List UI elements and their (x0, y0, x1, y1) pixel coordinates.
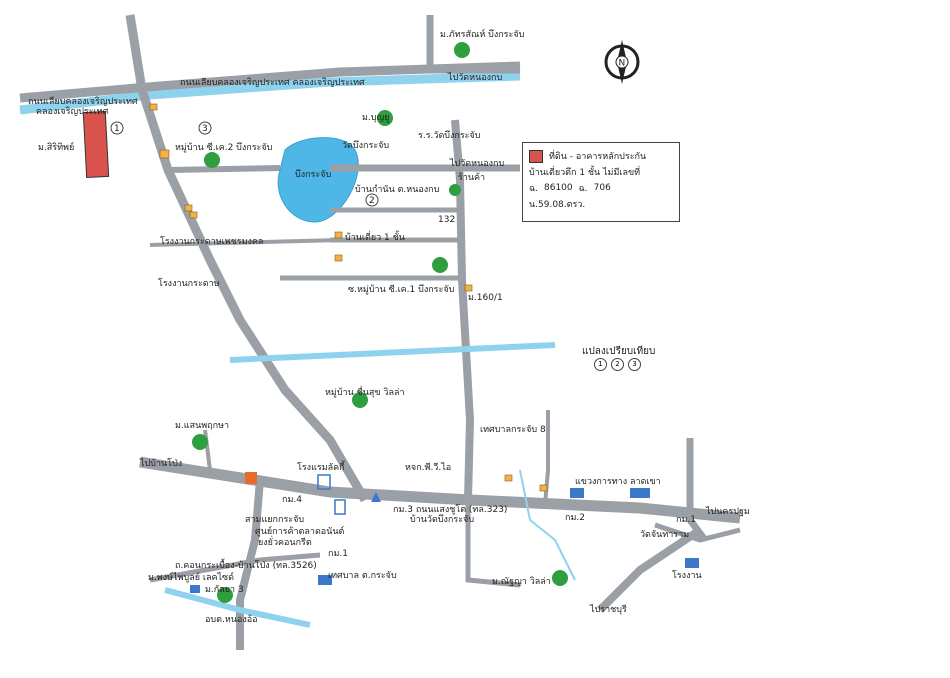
label-market: ศูนย์การค้าตลาดอนันต์ (255, 525, 345, 537)
road-factory (149, 238, 341, 247)
label-kor-ror: อบต.หนองอ้อ (205, 614, 258, 625)
label-to-ban-pong: ไปบ้านโป่ง (139, 458, 182, 469)
road-south-west (236, 479, 264, 650)
label-to-ratchaburi: ไปราชบุรี (589, 604, 627, 615)
compare-title: แปลงเปรียบเทียบ (582, 346, 656, 357)
legend-survey-no: 706 (593, 183, 611, 193)
label-house-1: บ้านเดี่ยว 1 ชั้น (345, 230, 405, 243)
label-m-phatsamai: ม.ภัทรสัณห์ บึงกระจับ (440, 28, 525, 40)
label-factory-right: โรงงาน (672, 570, 702, 581)
legend-box: ที่ดิน - อาคารหลักประกัน บ้านเดี่ยวตึก 1… (522, 142, 680, 222)
legend-title: ที่ดิน - อาคารหลักประกัน (549, 152, 647, 162)
canal-bottom-left (164, 587, 311, 628)
label-factory2: โรงงานกระดาษ (158, 278, 220, 289)
label-num-132: 132 (438, 215, 455, 225)
hotel-icon (317, 474, 331, 490)
legend-deed-no: 86100 (544, 183, 573, 193)
compass-icon: N (604, 40, 640, 84)
legend-area: น.59.08.ตรว. (529, 200, 586, 210)
label-rong-rian: ร้านค้า (458, 172, 485, 183)
compare-marker-3: 3 (628, 358, 641, 371)
lake-bung-krajab (277, 137, 359, 223)
marker-subject-label: 1 (114, 124, 120, 134)
tree-icons (192, 42, 568, 603)
label-to-wat-nong-kob2: ไปวัดหนองกบ (449, 158, 504, 169)
label-mukraw: แขวงการทาง (575, 477, 627, 487)
market-icon (334, 499, 346, 515)
label-km2: กม.2 (565, 513, 585, 523)
gas-station-icon (371, 492, 381, 502)
legend-swatch (529, 149, 543, 163)
label-num-160: ม.160/1 (468, 293, 503, 303)
label-school-bung: ร.ร.วัดบึงกระจับ (418, 130, 481, 141)
label-wat-jan: วัดจันทาราม (640, 530, 689, 540)
label-seri-thai: ถนนเลียบคลองเจริญประเทศ คลองเจริญประเทศ (180, 77, 365, 88)
label-m-sirithip: ม.สิริทิพย์ (38, 141, 74, 153)
label-to-nakhon-pathom: ไปนครปฐม (705, 506, 750, 517)
label-m-kanda: ม.กัลยา 3 (205, 585, 244, 595)
building-icons (190, 488, 699, 593)
label-main-road: กม.3 ถนนแสงชูโต (ทล.323) (393, 504, 507, 515)
label-samyaek: สามแยกกระจับ (245, 515, 304, 525)
label-wat-bangkrajab: บ้านวัดบึงกระจับ (410, 514, 474, 525)
label-to-wat-nong-kob: ไปวัดหนองกบ (447, 72, 502, 83)
legend-survey-prefix: ฉ. (578, 184, 588, 194)
road-south-central (465, 500, 521, 588)
label-km1-right: กม.1 (676, 515, 696, 525)
label-km1-left: กม.1 (328, 549, 348, 559)
label-m-sc2: หมู่บ้าน ซี.เค.2 บึงกระจับ (175, 142, 273, 153)
label-m-phongphaiboon: ม.พงษ์ไพบูลย์ เลคไซด์ (148, 571, 234, 583)
marker-subject (110, 121, 124, 135)
label-m-nanchaya: ม.ณัฐญา วิลล่า (492, 576, 551, 587)
label-hotel: โรงแรมลัคกี้ (297, 460, 346, 473)
label-ban-kamnan: บ้านกำนัน ต.หนองกบ (355, 184, 440, 195)
label-tessaban8: เทศบาลกระจับ 8 (480, 425, 546, 435)
label-bung-krajab: บึงกระจับ (295, 169, 331, 180)
road-west-vertical (125, 14, 369, 503)
canal-mid (229, 342, 556, 363)
label-seri-thai-left: ถนนเลียบคลองเจริญประเทศ (28, 96, 138, 107)
marker-compare-3-label: 3 (202, 124, 208, 134)
road-north-tessaban (543, 410, 550, 506)
label-wat-bung: วัดบึงกระจับ (342, 140, 389, 151)
marker-compare-2 (365, 193, 379, 207)
compare-marker-2: 2 (611, 358, 624, 371)
road-to-wat-nong-kob-top (426, 15, 520, 74)
compare-markers: 1 2 3 (594, 358, 641, 371)
road-west-lake (167, 165, 281, 173)
label-m-suksan: หมู่บ้าน ชื่นสุข วิลล่า (325, 385, 405, 398)
road-3526 (149, 552, 321, 583)
label-lor: ลาดเขา (630, 477, 661, 487)
marker-compare-3 (198, 121, 212, 135)
label-tessaban-krajab: เทศบาล ต.กระจับ (328, 571, 397, 581)
compare-marker-1: 1 (594, 358, 607, 371)
compass-label: N (619, 59, 626, 69)
bank-icon (630, 488, 650, 498)
label-km4: กม.4 (282, 495, 302, 505)
legend-desc: บ้านเดี่ยวตึก 1 ชั้น ไม่มีเลขที่ (529, 168, 641, 178)
road-wat-jan (654, 522, 741, 543)
label-factory1: โรงงานกระดาษเพชรมงคล (160, 236, 263, 247)
road-saenprukkasa (203, 429, 212, 471)
legend-deed-prefix: ฉ. (529, 184, 538, 194)
label-m-bunyu: ม.บุญยู (362, 113, 389, 123)
label-seri-thai-left2: คลองเจริญประเทศ (36, 106, 109, 117)
label-m-saenprukkasa: ม.แสนพฤกษา (175, 421, 229, 431)
label-road-3526: ถ.คอนกระเบื้อง-บ้านโป่ง (ทล.3526) (175, 558, 317, 571)
creek (519, 469, 576, 581)
marker-compare-2-label: 2 (369, 196, 375, 206)
subject-parcel[interactable] (82, 110, 110, 179)
house-icons (149, 103, 548, 492)
label-pttep: หจก.พี.วี.ไอ (405, 462, 451, 473)
canal-top (19, 71, 521, 115)
label-concrete: ยงยั่วคอนกรีต (258, 535, 312, 548)
road-south-east (597, 526, 703, 613)
sign-icon (245, 472, 257, 484)
label-sc1: ซ.หมู่บ้าน ซี.เค.1 บึงกระจับ (348, 284, 455, 295)
